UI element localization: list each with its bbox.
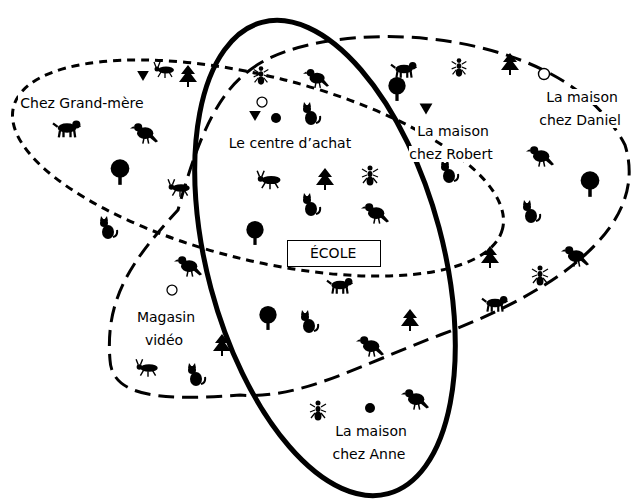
bird-symbol: [303, 69, 329, 88]
ant-symbol: [310, 401, 326, 421]
pine-symbol: [501, 53, 519, 75]
circle-symbol: [257, 97, 267, 107]
ant-symbol: [254, 66, 269, 84]
tree-symbol: [111, 159, 130, 185]
cat-symbol: [303, 102, 320, 125]
bird-symbol: [130, 123, 158, 143]
ant-symbol: [362, 166, 378, 186]
cat-symbol: [441, 160, 458, 183]
cat-symbol: [523, 200, 540, 223]
insect-symbol: [257, 171, 280, 190]
ant-symbol: [452, 58, 467, 76]
pine-symbol: [401, 309, 419, 331]
pine-symbol: [213, 334, 231, 356]
place-label: Magasin vidéo: [118, 306, 212, 352]
tree-symbol: [581, 171, 600, 197]
circle-symbol: [167, 285, 177, 295]
place-label-text: Magasin vidéo: [135, 309, 195, 348]
place-label: La maison chez Robert: [398, 120, 506, 166]
dot-symbol: [271, 113, 281, 123]
bird-symbol: [401, 389, 429, 409]
triangle-symbol: [137, 71, 149, 81]
place-label: Le centre d’achat: [208, 132, 372, 155]
triangle-symbol: [420, 104, 433, 115]
dog-symbol: [327, 278, 353, 294]
pine-symbol: [316, 168, 334, 190]
tree-symbol: [388, 77, 405, 101]
pine-symbol: [481, 246, 499, 268]
place-label-text: Le centre d’achat: [227, 135, 353, 151]
bird-symbol: [356, 336, 384, 356]
dot-symbol: [365, 403, 375, 413]
region-outline: [148, 0, 502, 504]
bird-symbol: [174, 256, 202, 276]
cat-symbol: [100, 216, 117, 239]
place-label-text: Chez Grand-mère: [18, 95, 145, 111]
cat-symbol: [303, 193, 320, 216]
insect-symbol: [154, 62, 174, 78]
place-label-text: La maison chez Anne: [333, 423, 408, 462]
dog-symbol: [482, 296, 508, 312]
ant-symbol: [532, 266, 548, 286]
school-box: ÉCOLE: [287, 240, 381, 267]
place-label-text: La maison chez Daniel: [539, 89, 623, 128]
bird-symbol: [526, 146, 554, 166]
pine-symbol: [179, 65, 197, 87]
tree-symbol: [259, 306, 276, 330]
region-outline: [109, 37, 629, 398]
tree-symbol: [246, 221, 263, 245]
place-label: La maison chez Daniel: [530, 86, 632, 132]
bird-symbol: [561, 246, 589, 266]
triangle-symbol: [249, 111, 261, 121]
dog-symbol: [391, 62, 417, 78]
school-label: ÉCOLE: [310, 245, 356, 261]
bird-symbol: [361, 203, 389, 223]
place-label: La maison chez Anne: [318, 420, 422, 466]
cat-symbol: [188, 363, 205, 386]
place-label: Chez Grand-mère: [7, 92, 157, 115]
circle-symbol: [539, 69, 550, 80]
insect-symbol: [136, 359, 158, 376]
cat-symbol: [301, 310, 318, 333]
insect-symbol: [168, 179, 190, 196]
place-label-text: La maison chez Robert: [409, 123, 494, 162]
dog-symbol: [53, 120, 81, 137]
